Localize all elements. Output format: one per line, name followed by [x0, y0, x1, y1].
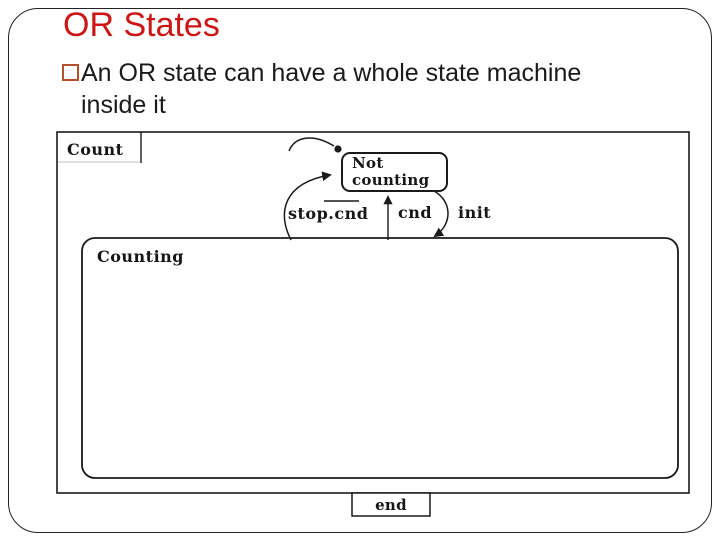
not-counting-state-box — [341, 152, 448, 192]
counting-state-label: Counting — [97, 247, 184, 266]
slide-border — [8, 8, 712, 533]
slide-title: OR States — [63, 6, 220, 44]
bullet-text-line-2: inside it — [81, 91, 166, 119]
end-label-box — [351, 492, 431, 517]
stop-transition-label: stop.cnd — [288, 204, 368, 223]
initial-transition-arc — [288, 137, 335, 152]
cnd-transition-label: cnd — [398, 203, 432, 222]
bullet-text-line-1: An OR state can have a whole state machi… — [81, 59, 582, 87]
count-label: Count — [67, 140, 124, 159]
init-transition-arc — [433, 190, 449, 238]
bullet-line-2: inside it — [62, 89, 662, 121]
not-counting-label-line1: Not — [352, 154, 384, 172]
stop-transition-arc — [283, 171, 332, 241]
initial-transition-dot — [334, 145, 342, 153]
counting-state-box — [81, 237, 679, 479]
init-transition-label: init — [458, 203, 491, 222]
bullet-line-1: An OR state can have a whole state machi… — [62, 57, 662, 89]
square-bullet-icon — [62, 64, 79, 81]
bullet-block: An OR state can have a whole state machi… — [62, 57, 662, 121]
not-counting-label-line2: counting — [352, 171, 430, 189]
end-label: end — [375, 496, 407, 514]
